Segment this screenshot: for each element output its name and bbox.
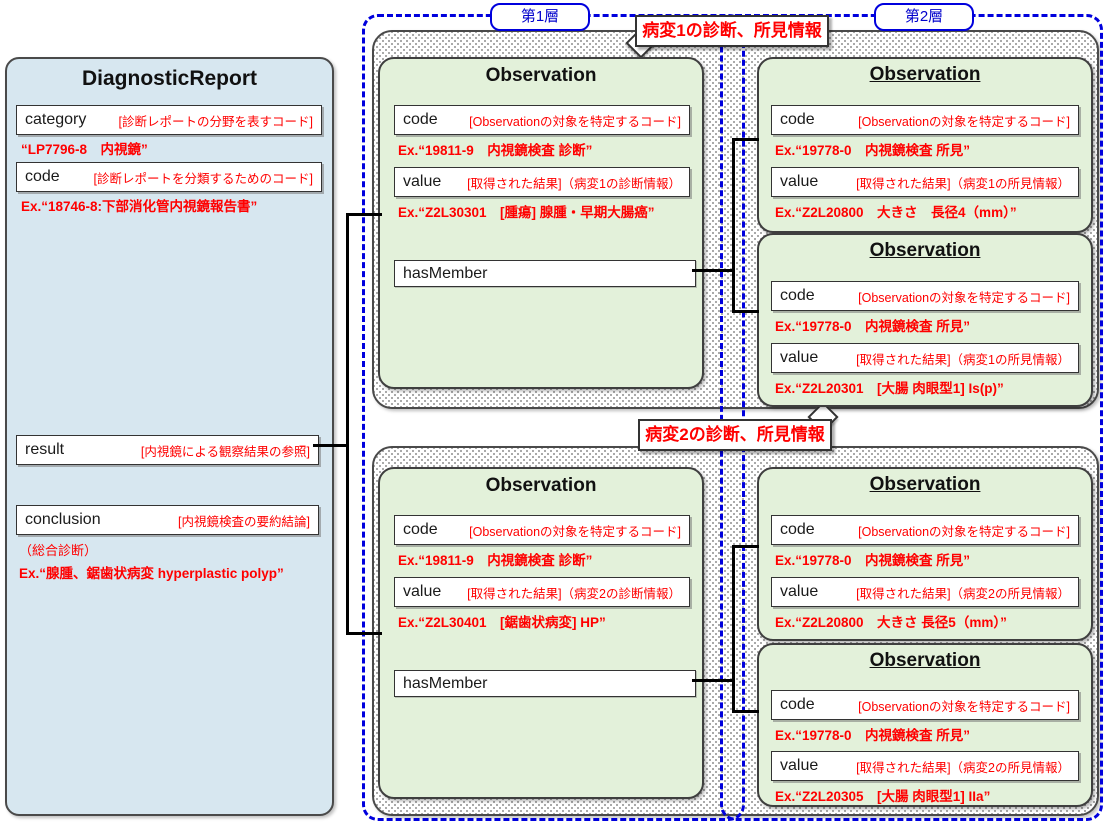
field-obs-code-annotation: [Observationの対象を特定するコード] (469, 114, 681, 129)
field-code-name: code (25, 168, 60, 185)
connector-hasmember2-horizontal (692, 679, 734, 682)
field-category-annotation: [診断レポートの分野を表すコード] (118, 114, 313, 129)
observation-lesion1-diagnosis: Observation code [Observationの対象を特定するコード… (378, 57, 704, 389)
field-obs-code-value: Ex.“19778-0 内視鏡検査 所見” (775, 319, 971, 334)
field-code: code [診断レポートを分類するためのコード] (16, 162, 322, 192)
lesion1-label: 病変1の診断、所見情報 (635, 15, 829, 47)
field-hasmember-label: hasMember (403, 264, 488, 282)
field-obs-value-name: value (780, 583, 819, 600)
connector-to-lesion2-finding1 (732, 545, 759, 548)
field-obs-code-value: Ex.“19778-0 内視鏡検査 所見” (775, 728, 971, 743)
field-obs-value-annotation: [取得された結果]（病変2の所見情報） (856, 760, 1070, 775)
field-obs-code-value: Ex.“19778-0 内視鏡検査 所見” (775, 143, 971, 158)
field-conclusion-name: conclusion (25, 511, 101, 528)
field-obs-value-annotation: [取得された結果]（病変1の診断情報） (467, 176, 681, 191)
field-obs-code-value: Ex.“19778-0 内視鏡検査 所見” (775, 553, 971, 568)
connector-result-trunk (346, 213, 349, 635)
field-obs-code-name: code (780, 696, 815, 713)
field-obs-code-name: code (780, 111, 815, 128)
field-conclusion-note: （総合診断） (19, 543, 98, 558)
field-obs-value: value [取得された結果]（病変1の診断情報） (394, 167, 690, 197)
layer2-label: 第2層 (874, 3, 974, 31)
field-category: category [診断レポートの分野を表すコード] (16, 105, 322, 135)
field-obs-code: code [Observationの対象を特定するコード] (771, 281, 1079, 311)
observation-lesion1-finding1: Observation code [Observationの対象を特定するコード… (757, 57, 1093, 233)
field-obs-value-annotation: [取得された結果]（病変1の所見情報） (856, 176, 1070, 191)
connector-to-lesion2-diagnosis (346, 632, 382, 635)
field-conclusion-annotation: [内視鏡検査の要約結論] (178, 514, 310, 529)
field-hasmember: hasMember (394, 260, 696, 287)
field-obs-code-name: code (403, 111, 438, 128)
diagnostic-report-title: DiagnosticReport (81, 67, 257, 90)
field-obs-value-value: Ex.“Z2L30301 [腫瘍] 腺腫・早期大腸癌” (398, 205, 655, 220)
field-obs-value-name: value (403, 583, 442, 600)
field-obs-value-annotation: [取得された結果]（病変2の診断情報） (467, 586, 681, 601)
observation-lesion2-finding1: Observation code [Observationの対象を特定するコード… (757, 467, 1093, 641)
connector-to-lesion1-finding2 (732, 310, 759, 313)
field-obs-code: code [Observationの対象を特定するコード] (394, 105, 690, 135)
field-obs-value: value [取得された結果]（病変1の所見情報） (771, 167, 1079, 197)
observation-lesion2-diagnosis: Observation code [Observationの対象を特定するコード… (378, 467, 704, 799)
layer1-label: 第1層 (490, 3, 590, 31)
field-obs-value-value: Ex.“Z2L30401 [鋸歯状病変] HP” (398, 615, 606, 630)
field-hasmember: hasMember (394, 670, 696, 697)
connector-hasmember1-trunk (732, 138, 735, 313)
connector-to-lesion1-finding1 (732, 138, 759, 141)
field-obs-value: value [取得された結果]（病変1の所見情報） (771, 343, 1079, 373)
field-obs-code: code [Observationの対象を特定するコード] (771, 690, 1079, 720)
field-obs-code-name: code (780, 521, 815, 538)
field-result-annotation: [内視鏡による観察結果の参照] (140, 444, 310, 459)
field-code-value: Ex.“18746-8:下部消化管内視鏡報告書” (21, 199, 258, 214)
field-obs-value-value: Ex.“Z2L20800 大きさ 長径4（mm）” (775, 205, 1017, 220)
observation-lesion1-finding2: Observation code [Observationの対象を特定するコード… (757, 233, 1093, 407)
field-hasmember-label: hasMember (403, 674, 488, 692)
field-result-name: result (25, 441, 65, 458)
field-obs-value: value [取得された結果]（病変2の所見情報） (771, 577, 1079, 607)
field-obs-code-name: code (403, 521, 438, 538)
field-obs-value-name: value (403, 173, 442, 190)
field-obs-value-value: Ex.“Z2L20301 [大腸 肉眼型1] Is(p)” (775, 381, 1004, 396)
observation-lesion2-finding2: Observation code [Observationの対象を特定するコード… (757, 643, 1093, 807)
field-obs-value-name: value (780, 757, 819, 774)
observation-title: Observation (869, 240, 981, 261)
observation-title: Observation (869, 650, 981, 671)
field-code-annotation: [診断レポートを分類するためのコード] (93, 171, 313, 186)
field-obs-value-value: Ex.“Z2L20800 大きさ 長径5（mm）” (775, 615, 1007, 630)
connector-result-horizontal (313, 444, 349, 447)
field-obs-value-name: value (780, 173, 819, 190)
field-category-value: “LP7796-8 内視鏡” (21, 142, 148, 157)
field-obs-code: code [Observationの対象を特定するコード] (394, 515, 690, 545)
observation-title: Observation (869, 64, 981, 85)
observation-title: Observation (869, 474, 981, 495)
field-obs-value: value [取得された結果]（病変2の所見情報） (771, 751, 1079, 781)
field-obs-code-annotation: [Observationの対象を特定するコード] (858, 290, 1070, 305)
field-conclusion: conclusion [内視鏡検査の要約結論] (16, 505, 319, 535)
field-result: result [内視鏡による観察結果の参照] (16, 435, 319, 465)
field-category-name: category (25, 111, 87, 128)
field-obs-value-annotation: [取得された結果]（病変1の所見情報） (856, 352, 1070, 367)
field-obs-code: code [Observationの対象を特定するコード] (771, 105, 1079, 135)
field-obs-code-annotation: [Observationの対象を特定するコード] (858, 114, 1070, 129)
field-obs-code: code [Observationの対象を特定するコード] (771, 515, 1079, 545)
field-obs-code-annotation: [Observationの対象を特定するコード] (469, 524, 681, 539)
field-obs-code-annotation: [Observationの対象を特定するコード] (858, 524, 1070, 539)
lesion2-label: 病変2の診断、所見情報 (638, 419, 832, 451)
field-conclusion-value: Ex.“腺腫、鋸歯状病変 hyperplastic polyp” (19, 566, 284, 581)
connector-hasmember2-trunk (732, 545, 735, 713)
connector-to-lesion1-diagnosis (346, 213, 382, 216)
field-obs-code-name: code (780, 287, 815, 304)
field-obs-value-name: value (780, 349, 819, 366)
connector-hasmember1-horizontal (692, 269, 734, 272)
field-obs-code-value: Ex.“19811-9 内視鏡検査 診断” (398, 553, 593, 568)
field-obs-value-annotation: [取得された結果]（病変2の所見情報） (856, 586, 1070, 601)
observation-title: Observation (485, 65, 597, 86)
field-obs-code-annotation: [Observationの対象を特定するコード] (858, 699, 1070, 714)
observation-title: Observation (485, 475, 597, 496)
connector-to-lesion2-finding2 (732, 710, 759, 713)
field-obs-value: value [取得された結果]（病変2の診断情報） (394, 577, 690, 607)
field-obs-code-value: Ex.“19811-9 内視鏡検査 診断” (398, 143, 593, 158)
diagnostic-report-box: DiagnosticReport category [診断レポートの分野を表すコ… (5, 57, 334, 816)
field-obs-value-value: Ex.“Z2L20305 [大腸 肉眼型1] IIa” (775, 789, 991, 804)
